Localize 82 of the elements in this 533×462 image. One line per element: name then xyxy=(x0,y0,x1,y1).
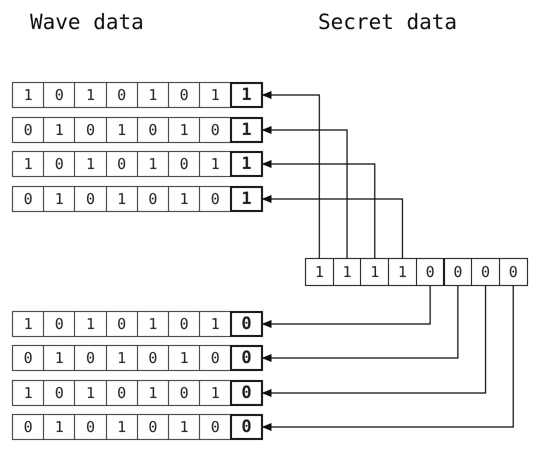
bit-cell: 0 xyxy=(230,380,263,406)
bit-cell: 0 xyxy=(498,258,528,286)
bit-cell: 1 xyxy=(136,151,169,177)
arrow xyxy=(262,286,431,328)
bit-cell: 1 xyxy=(106,345,138,371)
bit-cell: 1 xyxy=(43,345,76,371)
bit-cell: 1 xyxy=(230,151,263,177)
bit-cell: 0 xyxy=(12,345,44,371)
bit-cell: 0 xyxy=(199,117,232,143)
bit-cell: 0 xyxy=(199,414,232,440)
arrow xyxy=(262,286,486,397)
bit-cell: 0 xyxy=(199,345,232,371)
bit-cell: 0 xyxy=(106,151,138,177)
bit-cell: 1 xyxy=(168,345,200,371)
bit-cell: 1 xyxy=(230,82,263,108)
bit-cell: 1 xyxy=(305,258,334,286)
bit-cell: 1 xyxy=(12,151,44,177)
bit-cell: 1 xyxy=(12,311,44,337)
bit-cell: 0 xyxy=(106,311,138,337)
bit-cell: 0 xyxy=(168,82,200,108)
bit-cell: 1 xyxy=(388,258,417,286)
bit-cell: 0 xyxy=(43,82,76,108)
bit-cell: 0 xyxy=(74,414,107,440)
bit-cell: 0 xyxy=(106,380,138,406)
bit-cell: 0 xyxy=(168,311,200,337)
bit-cell: 1 xyxy=(332,258,362,286)
arrow xyxy=(262,286,514,431)
bit-cell: 1 xyxy=(106,117,138,143)
bit-cell: 1 xyxy=(106,414,138,440)
bit-cell: 1 xyxy=(168,186,200,212)
bit-cell: 0 xyxy=(168,151,200,177)
bit-cell: 1 xyxy=(43,117,76,143)
bit-cell: 0 xyxy=(136,414,169,440)
bit-cell: 1 xyxy=(136,311,169,337)
bit-cell: 1 xyxy=(360,258,390,286)
arrow xyxy=(262,160,376,258)
bit-cell: 1 xyxy=(12,82,44,108)
bit-cell: 0 xyxy=(12,414,44,440)
bit-cell: 0 xyxy=(471,258,500,286)
bit-cell: 0 xyxy=(230,345,263,371)
bit-cell: 0 xyxy=(43,311,76,337)
bit-cell: 1 xyxy=(106,186,138,212)
bit-cell: 1 xyxy=(74,82,107,108)
bit-cell: 1 xyxy=(168,414,200,440)
bit-cell: 1 xyxy=(136,380,169,406)
bit-cell: 1 xyxy=(199,82,232,108)
heading: Wave data xyxy=(30,10,144,34)
bit-cell: 0 xyxy=(43,151,76,177)
bit-cell: 1 xyxy=(12,380,44,406)
bit-cell: 0 xyxy=(136,345,169,371)
bit-cell: 0 xyxy=(12,117,44,143)
bit-cell: 0 xyxy=(43,380,76,406)
bit-cell: 0 xyxy=(74,345,107,371)
heading: Secret data xyxy=(318,10,458,34)
bit-cell: 1 xyxy=(74,151,107,177)
arrow xyxy=(262,91,320,258)
bit-cell: 0 xyxy=(168,380,200,406)
bit-cell: 1 xyxy=(199,311,232,337)
arrow xyxy=(262,286,458,362)
arrow xyxy=(262,195,404,258)
bit-cell: 1 xyxy=(230,186,263,212)
bit-cell: 0 xyxy=(74,117,107,143)
bit-cell: 1 xyxy=(136,82,169,108)
bit-cell: 1 xyxy=(43,414,76,440)
bit-cell: 1 xyxy=(43,186,76,212)
bit-cell: 0 xyxy=(230,311,263,337)
bit-cell: 0 xyxy=(136,117,169,143)
bit-cell: 0 xyxy=(12,186,44,212)
bit-cell: 1 xyxy=(74,380,107,406)
bit-cell: 1 xyxy=(168,117,200,143)
bit-cell: 0 xyxy=(136,186,169,212)
bit-cell: 1 xyxy=(199,380,232,406)
bit-cell: 0 xyxy=(416,258,444,286)
bit-cell: 0 xyxy=(106,82,138,108)
bit-cell: 1 xyxy=(74,311,107,337)
bit-cell: 0 xyxy=(230,414,263,440)
bit-cell: 0 xyxy=(74,186,107,212)
arrow xyxy=(262,126,348,258)
bit-cell: 0 xyxy=(199,186,232,212)
bit-cell: 0 xyxy=(444,258,472,286)
bit-cell: 1 xyxy=(230,117,263,143)
bit-cell: 1 xyxy=(199,151,232,177)
